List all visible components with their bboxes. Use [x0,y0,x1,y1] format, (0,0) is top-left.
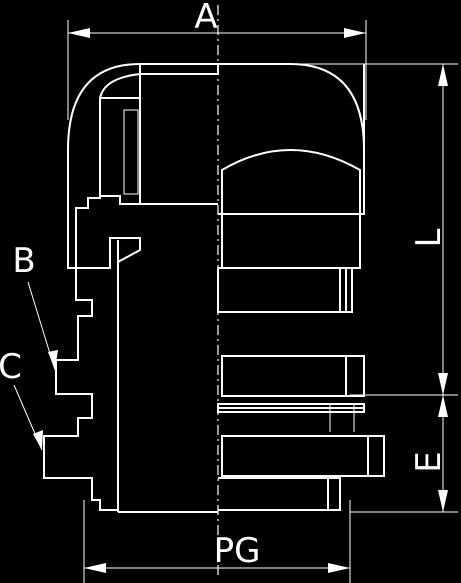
leader-c [13,384,43,451]
label-l: L [409,228,449,247]
label-b: B [12,241,35,281]
label-a: A [194,0,217,37]
label-pg: PG [214,531,261,571]
external-view [217,63,385,511]
label-e: E [409,451,449,472]
label-c: C [0,347,22,387]
leader-b [27,281,58,371]
dimension-l [280,63,458,396]
dimension-pg [83,500,351,583]
dimension-a [67,20,367,120]
dimension-e [350,395,458,513]
section-view [43,63,219,513]
